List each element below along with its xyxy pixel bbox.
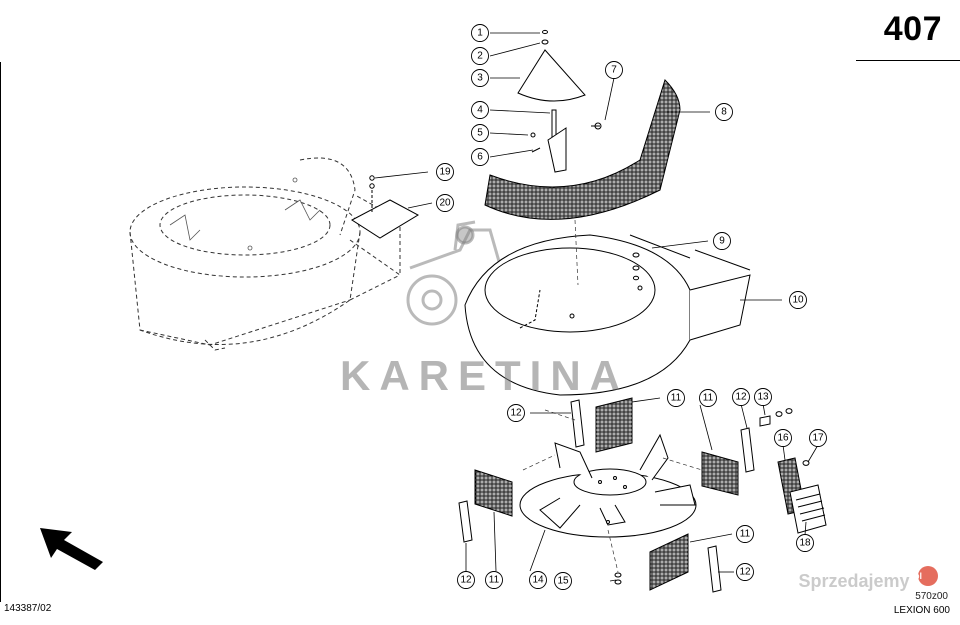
drawing-id: 143387/02 — [4, 603, 52, 614]
callout-label-15: 15 — [557, 576, 569, 587]
callout-11b — [699, 389, 717, 407]
callout-18 — [796, 534, 814, 552]
callout-5 — [471, 124, 489, 142]
part-4-bolt-bracket — [530, 109, 567, 173]
part-14-rotor-disc — [519, 433, 697, 538]
callout-6 — [471, 148, 489, 166]
callout-label-11b: 11 — [703, 393, 714, 404]
callout-label-12d: 12 — [739, 567, 751, 578]
part-3-cone — [517, 29, 586, 102]
callout-label-2: 2 — [477, 51, 483, 62]
callout-label-13: 13 — [757, 392, 769, 403]
callout-8 — [715, 103, 733, 121]
callout-label-7: 7 — [611, 65, 617, 76]
callout-label-10: 10 — [792, 295, 804, 306]
callout-label-11d: 11 — [740, 529, 751, 540]
watermark-brand: KARETINA — [340, 352, 629, 399]
ghost-interior-detail — [169, 177, 321, 251]
part-12-clamp-strips — [458, 399, 755, 593]
ghost-hopper-assembly — [129, 157, 401, 351]
callout-10 — [789, 291, 807, 309]
part-9-bolt — [632, 252, 640, 281]
watermark-site-badge: .pl — [911, 571, 923, 581]
callout-label-12b: 12 — [735, 392, 747, 403]
callout-label-18: 18 — [799, 538, 811, 549]
callout-12a — [507, 404, 525, 422]
callout-label-16: 16 — [777, 433, 789, 444]
arrow-up-left-icon — [40, 528, 103, 570]
callout-7 — [605, 61, 623, 79]
machine-model: LEXION 600 — [893, 605, 950, 616]
callout-20 — [436, 194, 454, 212]
callout-19 — [436, 163, 454, 181]
callout-17 — [809, 429, 827, 447]
callout-13 — [754, 388, 772, 406]
callout-14 — [529, 571, 547, 589]
callout-4 — [471, 101, 489, 119]
callout-12c — [457, 571, 475, 589]
page-number: 407 — [883, 10, 942, 48]
part-17-screw — [802, 460, 810, 466]
watermark-site: Sprzedajemy.pl — [798, 571, 923, 592]
callout-9 — [713, 232, 731, 250]
part-10-hopper-body — [464, 234, 751, 396]
callout-label-19: 19 — [439, 167, 451, 178]
part-15-nut — [614, 572, 622, 585]
callout-bubbles — [436, 24, 827, 590]
callout-15 — [554, 572, 572, 590]
watermark-site-name: Sprzedajemy — [798, 571, 910, 591]
callout-11a — [667, 389, 685, 407]
part-11-blade-panels — [474, 397, 739, 591]
callout-labels: 1 2 3 4 5 6 7 8 9 10 11 11 12 12 13 16 1… — [439, 28, 824, 587]
callout-label-12a: 12 — [510, 408, 522, 419]
page-number-rule — [856, 60, 960, 61]
callout-12b — [732, 388, 750, 406]
part-18-comb-plate — [789, 484, 827, 534]
callout-11d — [736, 525, 754, 543]
callout-2 — [471, 47, 489, 65]
callout-label-8: 8 — [721, 107, 727, 118]
callout-3 — [471, 69, 489, 87]
part-20-plate — [351, 175, 420, 239]
callout-label-4: 4 — [477, 105, 483, 116]
callout-label-20: 20 — [439, 198, 451, 209]
callout-label-12c: 12 — [460, 575, 472, 586]
assembly-guide-lines — [522, 219, 703, 573]
callout-label-11c: 11 — [489, 575, 500, 586]
frame-left-border — [0, 62, 1, 602]
callout-1 — [471, 24, 489, 42]
callout-label-11a: 11 — [671, 393, 682, 404]
callout-label-14: 14 — [532, 575, 544, 586]
site-badge-icon — [918, 566, 938, 586]
callout-label-6: 6 — [477, 152, 483, 163]
callout-label-5: 5 — [477, 128, 483, 139]
callout-leaders — [374, 32, 819, 582]
drawing-code: 570z00 — [915, 591, 948, 602]
callout-label-3: 3 — [477, 73, 483, 84]
callout-label-17: 17 — [812, 433, 824, 444]
callout-label-9: 9 — [719, 236, 725, 247]
callout-11c — [485, 571, 503, 589]
callout-12d — [736, 563, 754, 581]
callout-label-1: 1 — [477, 28, 483, 39]
part-13-bolt-set — [759, 408, 793, 427]
callout-16 — [774, 429, 792, 447]
part-8-deflector-shield — [484, 79, 681, 220]
